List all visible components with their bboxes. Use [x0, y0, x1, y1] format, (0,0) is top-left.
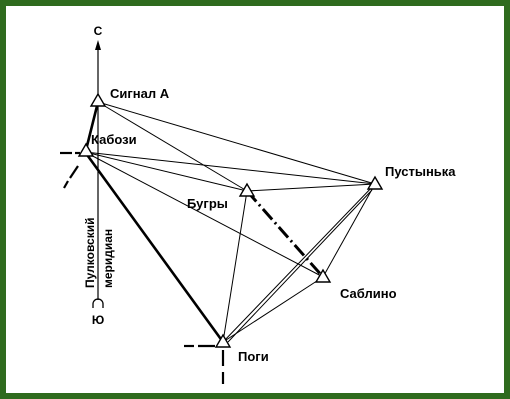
line-pustynka-sablino — [322, 183, 376, 278]
line-bugry-pustynka — [246, 183, 376, 192]
base-lines — [83, 100, 325, 344]
line-kabozi-pustynka — [84, 151, 376, 185]
station-label-pogi: Поги — [238, 349, 269, 364]
line-pustynka-pogi-a — [222, 183, 376, 343]
meridian-name-line2: меридиан — [101, 229, 115, 288]
station-signal-a-icon — [89, 92, 107, 107]
pulkovo-meridian — [92, 40, 104, 308]
line-kabozi-sablino — [84, 151, 324, 278]
north-arrow-icon — [95, 40, 101, 50]
line-kabozi-bugry — [84, 151, 248, 192]
station-pustynka-icon — [366, 175, 384, 190]
station-pogi-icon — [214, 333, 232, 348]
station-label-pustynka: Пустынька — [385, 164, 456, 179]
triangulation-network — [84, 101, 376, 343]
south-label: Ю — [92, 313, 104, 327]
line-signala-bugry — [97, 101, 248, 192]
baseline-signala-kabozi — [85, 100, 100, 148]
baseline-kabozi-pogi — [83, 150, 225, 344]
south-marker-icon — [92, 298, 104, 305]
station-label-sablino: Саблино — [340, 286, 397, 301]
meridian-name-line1: Пулковский — [83, 218, 97, 288]
line-bugry-pogi — [222, 190, 248, 343]
station-label-signal-a: Сигнал А — [110, 86, 170, 101]
station-sablino-icon — [314, 268, 332, 283]
station-kabozi-icon — [77, 142, 95, 157]
station-label-kabozi: Кабози — [91, 132, 137, 147]
pogi-ticks — [184, 344, 225, 384]
line-signala-pustynka — [97, 101, 376, 185]
line-pustynka-pogi-b — [227, 189, 373, 343]
labels: С Ю Сигнал А Кабози Пустынька Бугры Сабл… — [83, 24, 456, 364]
baseline-bugry-sablino — [245, 190, 325, 278]
kabozi-ticks — [60, 151, 80, 189]
station-bugry-icon — [238, 182, 256, 197]
station-label-bugry: Бугры — [187, 196, 228, 211]
station-markers — [77, 92, 384, 348]
north-label: С — [94, 24, 103, 38]
line-sablino-pogi — [222, 276, 324, 343]
